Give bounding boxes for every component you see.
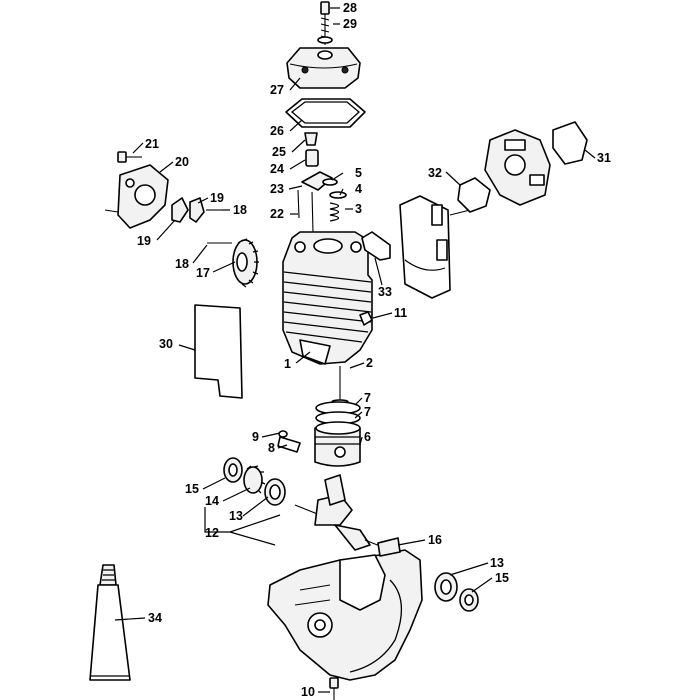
callout-6: 6 [364,430,371,444]
callout-7-lower: 7 [364,405,371,419]
nut-part [359,311,373,326]
callout-18-bottom: 18 [175,257,189,271]
carb-gasket-outer-part [552,121,588,165]
rocker-pin-parts [171,197,222,223]
callout-26: 26 [270,124,284,138]
callout-28: 28 [343,1,357,15]
callout-7-upper: 7 [364,391,371,405]
callout-20: 20 [175,155,189,169]
housing-screw-part [117,151,142,163]
cover-washer-part [317,36,333,44]
callout-19-top: 19 [210,191,224,205]
cover-gasket-part [285,98,366,128]
callout-1: 1 [284,357,291,371]
callout-29: 29 [343,17,357,31]
crank-gear-part [243,465,266,494]
cylinder-part [282,231,373,365]
callout-27: 27 [270,83,284,97]
piston-pin-part [277,436,301,453]
callout-12: 12 [205,526,219,540]
callout-14: 14 [205,494,219,508]
callout-15-right: 15 [495,571,509,585]
callout-22: 22 [270,207,284,221]
callout-34: 34 [148,611,162,625]
callout-5: 5 [355,166,362,180]
bearing-lower-part [434,572,458,602]
callout-8: 8 [268,441,275,455]
callout-9: 9 [252,430,259,444]
cover-screw-part [320,1,330,45]
callout-3: 3 [355,202,362,216]
rocker-arm-part [297,171,333,219]
bottom-screw-part [329,677,339,700]
callout-labels: 28 29 27 26 25 24 23 22 5 4 3 21 20 19 1… [137,1,611,699]
callout-23: 23 [270,182,284,196]
intake-flange-part [399,195,451,299]
gear-housing-part [104,164,169,229]
callout-11: 11 [394,306,407,320]
callout-32: 32 [428,166,442,180]
crankshaft-part [294,474,386,551]
valve-spring-parts [311,178,347,233]
intake-valve-part [331,366,349,405]
shim-part [194,304,243,399]
intake-gasket-part [361,231,391,261]
callout-17: 17 [196,266,210,280]
bearing-left-part [223,457,243,483]
valve-guide-parts [304,132,319,167]
timing-gear-part [207,238,259,288]
leader-lines [114,7,596,693]
callout-2: 2 [366,356,373,370]
callout-16: 16 [428,533,442,547]
callout-13-left: 13 [229,509,243,523]
carb-gasket-part [457,177,491,213]
piston-part [314,421,361,467]
callout-18-top: 18 [233,203,247,217]
circlip-part [278,430,288,438]
bearing-right-part [264,478,286,506]
callout-25: 25 [272,145,286,159]
valve-cover-part [286,47,361,89]
callout-33: 33 [378,285,392,299]
seal-lower-part [459,588,479,612]
crankcase-gasket-part [377,537,401,557]
carburetor-part [484,129,551,206]
intake-stud-part [449,209,471,216]
callout-15-left: 15 [185,482,199,496]
callout-30: 30 [159,337,173,351]
callout-21: 21 [145,137,159,151]
callout-4: 4 [355,182,362,196]
crankcase-part [267,549,423,681]
callout-19-bottom: 19 [137,234,151,248]
callout-24: 24 [270,162,284,176]
callout-13-right: 13 [490,556,504,570]
grease-tube-part [89,564,131,681]
callout-10: 10 [301,685,315,699]
callout-31: 31 [597,151,611,165]
